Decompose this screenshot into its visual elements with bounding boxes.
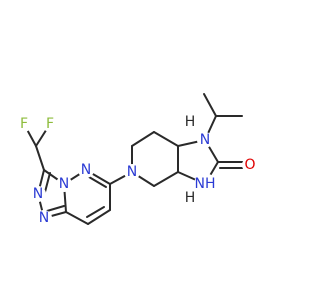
piperidine-nitrogen-label: N [127, 164, 137, 180]
stereo-hydrogen-top-label: H [185, 114, 196, 130]
fluorine-2-label: F [46, 116, 54, 132]
triazole-nitrogen-bottom-label: N [39, 210, 49, 226]
bond-pyridazine-c7-c8 [87, 209, 111, 225]
bond-piperidine-c7a-c4 [153, 171, 179, 187]
bond-piperidine-c1-c2 [131, 131, 155, 147]
imidazolidine-nh-label: NH [195, 176, 216, 192]
triazole-nitrogen-bridge-label: N [59, 176, 69, 192]
bond-pyridazine-c7-c8-double [86, 206, 105, 218]
bond-triazole-c3-n2-double [44, 172, 51, 193]
atom-label-layer: F F N N N N N N NH O H H [16, 114, 258, 226]
triazole-nitrogen-left-label: N [33, 186, 43, 202]
bond-pyridazine-c8-c8a [65, 211, 89, 225]
carbonyl-oxygen-label: O [244, 157, 255, 173]
imidazolidine-nitrogen-isopropyl-label: N [200, 132, 210, 148]
molecule-structure: F F N N N N N N NH O H H [16, 93, 258, 226]
bond-chf2-triazole [35, 145, 45, 171]
bond-isopropyl-me1 [203, 93, 217, 117]
bond-layer [23, 93, 245, 225]
molecule-canvas: F F N N N N N N NH O H H [16, 93, 258, 226]
bond-pyridazine-n5-c6-double [88, 176, 107, 188]
fluorine-1-label: F [20, 116, 28, 132]
stereo-hydrogen-bottom-label: H [185, 190, 196, 206]
pyridazine-nitrogen-label: N [81, 162, 91, 178]
bond-triazole-n1-c8a-double [46, 205, 65, 212]
bond-piperidine-c2-c3a [153, 131, 179, 147]
